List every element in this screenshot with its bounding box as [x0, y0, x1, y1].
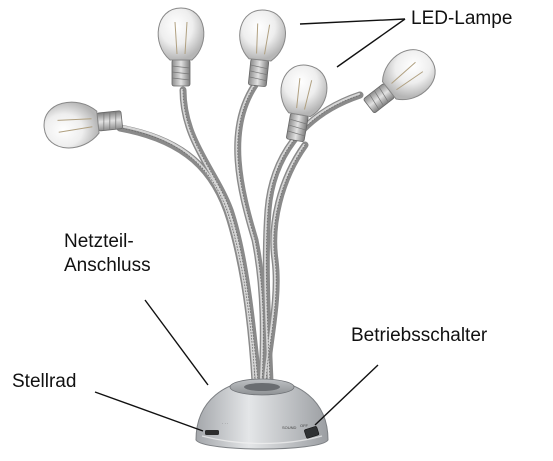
led-bulb-5: [355, 40, 445, 124]
lamp-base: · · · SOUND OFF: [196, 379, 328, 449]
led-bulb-1: [42, 97, 124, 151]
leader-line-power-connector: [145, 300, 208, 385]
led-bulb-3: [234, 8, 287, 88]
label-power-connector-line1: Netzteil-: [64, 230, 134, 253]
svg-text:· · ·: · · ·: [222, 421, 228, 426]
label-adjustment-wheel: Stellrad: [12, 370, 76, 393]
gooseneck-arm-5: [266, 95, 360, 382]
svg-text:OFF: OFF: [300, 423, 309, 428]
leader-line-led-1: [300, 19, 405, 24]
led-bulb-4: [273, 61, 331, 144]
adjustment-wheel: [205, 430, 219, 435]
gooseneck-arm-2: [183, 90, 258, 382]
label-power-connector-line2: Anschluss: [64, 254, 151, 277]
label-led-lamp: LED-Lampe: [411, 7, 512, 30]
label-operating-switch: Betriebsschalter: [351, 324, 487, 347]
leader-line-operating-switch: [315, 365, 378, 425]
svg-text:SOUND: SOUND: [282, 425, 297, 430]
leader-line-adjustment-wheel: [95, 392, 203, 431]
led-bulb-2: [158, 8, 204, 86]
gooseneck-arms: [120, 85, 360, 382]
